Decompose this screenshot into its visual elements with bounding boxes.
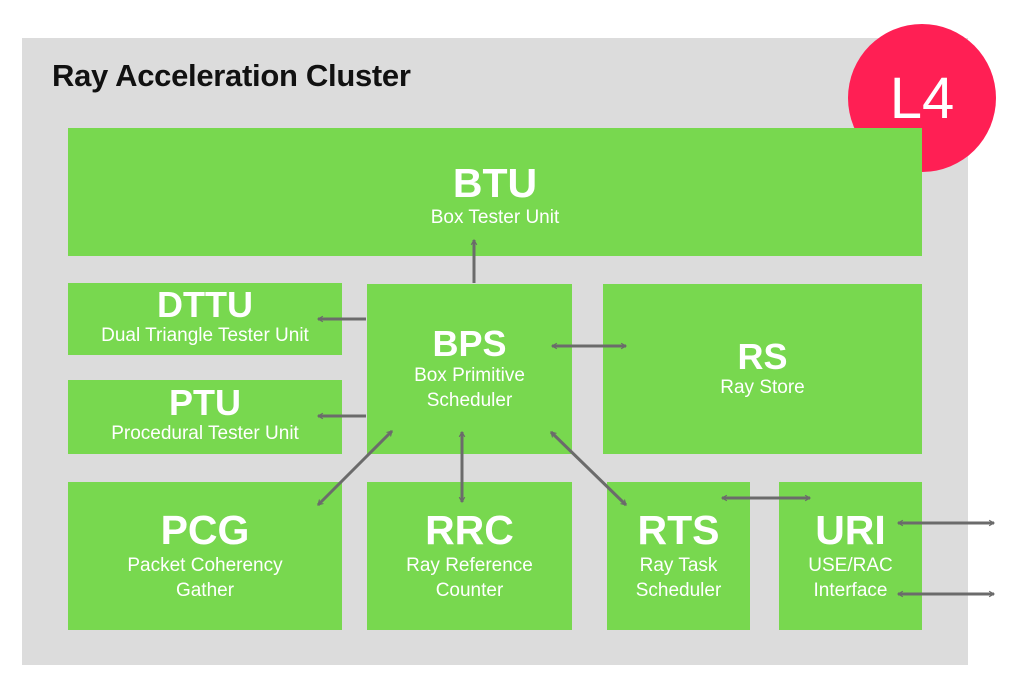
block-rrc-full-line-1: Ray Reference <box>406 554 533 576</box>
block-rs-abbr: RS <box>737 335 788 377</box>
block-uri-abbr: URI <box>815 507 886 554</box>
block-uri-full-line-1: USE/RAC <box>808 554 893 576</box>
block-pcg-abbr: PCG <box>160 507 250 554</box>
arrow-bps-rts <box>549 430 628 507</box>
block-rrc-full-line-2: Counter <box>435 579 504 601</box>
block-bps-abbr: BPS <box>432 323 507 365</box>
block-rts-abbr: RTS <box>637 507 720 554</box>
block-pcg: PCG Packet Coherency Gather <box>68 482 342 630</box>
block-ptu: PTU Procedural Tester Unit <box>68 380 342 454</box>
block-bps-full-line-1: Box Primitive <box>414 364 525 386</box>
block-bps-full-line-2: Scheduler <box>426 389 513 411</box>
cluster-title: Ray Acceleration Cluster <box>52 58 411 93</box>
block-dttu-abbr: DTTU <box>157 283 253 325</box>
block-rs-full: Ray Store <box>720 377 805 399</box>
block-rrc-abbr: RRC <box>425 507 514 554</box>
block-ptu-full: Procedural Tester Unit <box>111 423 299 445</box>
block-btu-full: Box Tester Unit <box>430 207 560 229</box>
block-pcg-full-line-1: Packet Coherency <box>127 554 283 576</box>
block-uri: URI USE/RAC Interface <box>779 482 922 630</box>
arrow-bps-pcg <box>316 429 394 507</box>
block-bps: BPS Box Primitive Scheduler <box>367 284 572 454</box>
block-btu: BTU Box Tester Unit <box>68 128 922 256</box>
block-btu-abbr: BTU <box>452 159 538 206</box>
block-rts: RTS Ray Task Scheduler <box>607 482 750 630</box>
block-rrc: RRC Ray Reference Counter <box>367 482 572 630</box>
block-rts-full-line-1: Ray Task <box>639 554 718 576</box>
block-pcg-full-line-2: Gather <box>175 579 235 601</box>
block-ptu-abbr: PTU <box>169 381 241 423</box>
block-rts-full-line-2: Scheduler <box>635 579 722 601</box>
block-rs: RS Ray Store <box>603 284 922 454</box>
block-dttu: DTTU Dual Triangle Tester Unit <box>68 283 342 355</box>
block-dttu-full: Dual Triangle Tester Unit <box>101 325 309 347</box>
block-uri-full-line-2: Interface <box>813 579 888 601</box>
